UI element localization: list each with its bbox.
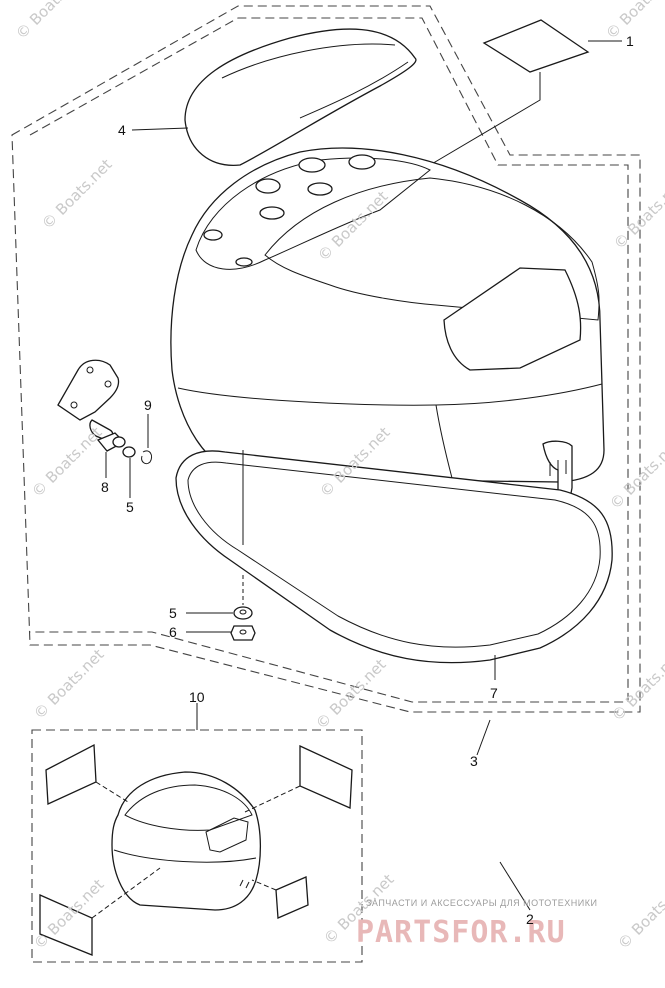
mini-cowl-waist — [113, 849, 257, 863]
watermark: © Boats.net — [38, 155, 116, 233]
kit-decal-top-right — [299, 744, 353, 809]
callout-4: 4 — [118, 122, 126, 138]
bracket-hole-3 — [70, 401, 78, 409]
assembly-2-boundary — [29, 17, 629, 703]
latch-bracket-part — [57, 359, 120, 421]
watermark: © Boats.net — [606, 435, 665, 513]
assembly-3-boundary — [11, 5, 641, 713]
washer-hole — [239, 609, 247, 615]
callout-leader-3 — [476, 719, 491, 756]
watermark: © Boats.net — [610, 175, 665, 253]
callout-5b: 5 — [169, 605, 177, 621]
mount-boss-6 — [203, 229, 223, 241]
seal-gasket-inner — [187, 461, 601, 648]
spacer-end — [112, 436, 126, 448]
watermark: © Boats.net — [12, 0, 90, 43]
callout-1: 1 — [626, 33, 634, 49]
cover-cap-part — [184, 28, 417, 166]
callout-leader-2 — [499, 861, 531, 911]
kit-leader-tl — [95, 781, 129, 803]
callout-2: 2 — [526, 911, 534, 927]
watermark: © Boats.net — [312, 655, 390, 733]
mini-cowl-marks — [239, 879, 250, 889]
watermark: © Boats.net — [30, 645, 108, 723]
brand-tagline: ЗАПЧАСТИ И АКСЕССУАРЫ ДЛЯ МОТОТЕХНИКИ — [366, 898, 597, 908]
mini-cowl-body — [111, 771, 262, 911]
cover-cap-ridge — [221, 43, 396, 79]
assembly-10-boundary — [31, 729, 363, 963]
decal-part — [482, 19, 590, 73]
top-cowl-upper-panel — [264, 177, 600, 321]
callout-8: 8 — [101, 479, 109, 495]
top-cowl-opening-deck — [195, 157, 431, 270]
mini-cowl-window — [205, 817, 249, 853]
seal-gasket-outer — [175, 450, 613, 664]
kit-decal-bottom-right — [275, 876, 309, 919]
top-cowl-waist-line — [177, 383, 603, 406]
kit-decal-bottom-left — [39, 894, 93, 956]
callout-7: 7 — [490, 685, 498, 701]
bracket-hole-2 — [104, 380, 112, 388]
kit-decal-top-left — [45, 743, 97, 805]
kit-leader-br — [251, 879, 277, 891]
mount-boss-2 — [298, 157, 326, 173]
callout-3: 3 — [470, 753, 478, 769]
bracket-hole-1 — [86, 366, 94, 374]
nut-hole — [239, 629, 247, 635]
callout-5a: 5 — [126, 499, 134, 515]
kit-leader-tr — [244, 785, 301, 813]
watermark: © Boats.net — [614, 875, 665, 953]
top-cowl-vent-window — [443, 267, 582, 371]
washer-small-part — [122, 446, 136, 458]
top-cowl-side-line — [435, 404, 453, 479]
washer-part — [233, 606, 253, 620]
callout-leader-4 — [131, 127, 189, 131]
rear-latch-slots — [549, 460, 567, 476]
mount-boss-4 — [307, 182, 333, 196]
mount-boss-1 — [255, 178, 281, 194]
clip-part — [141, 450, 153, 465]
cover-cap-edge — [299, 61, 409, 119]
brand-logo: PARTSFOR.RU — [356, 915, 566, 950]
mount-boss-3 — [348, 154, 376, 170]
mini-cowl-panel — [124, 784, 253, 831]
watermark: © Boats.net — [28, 423, 106, 501]
kit-leader-bl — [91, 867, 161, 919]
callout-10: 10 — [189, 689, 205, 705]
watermark: © Boats.net — [608, 647, 665, 725]
mount-boss-5 — [259, 206, 285, 220]
callout-9: 9 — [144, 397, 152, 413]
callout-6: 6 — [169, 624, 177, 640]
mount-boss-7 — [235, 257, 253, 267]
top-cowl-body — [170, 147, 605, 483]
nut-part — [230, 625, 256, 641]
